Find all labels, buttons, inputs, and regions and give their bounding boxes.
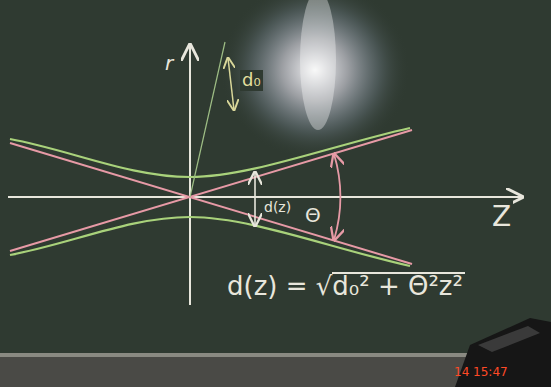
beam-envelope bbox=[10, 128, 410, 177]
z-axis bbox=[8, 196, 522, 198]
formula: d(z) = √d₀² + Θ²z² bbox=[225, 272, 465, 302]
flash-streak bbox=[300, 0, 336, 130]
axis-label: Z bbox=[490, 201, 513, 233]
width-label: d(z) bbox=[262, 199, 293, 215]
axis-label: r bbox=[163, 52, 175, 75]
camera-detail bbox=[478, 326, 540, 352]
angle-label: Θ bbox=[303, 204, 323, 227]
angle-arc bbox=[334, 154, 340, 240]
beam-envelope bbox=[10, 217, 410, 266]
waist-arrow bbox=[228, 58, 234, 110]
width-arrow bbox=[254, 172, 256, 226]
timestamp: 14 15:47 bbox=[452, 366, 510, 380]
waist-label: d₀ bbox=[240, 70, 263, 91]
radical-bar bbox=[332, 272, 465, 274]
r-axis bbox=[189, 45, 191, 305]
asymptote bbox=[10, 130, 412, 251]
asymptote bbox=[10, 143, 412, 264]
construction-line bbox=[190, 42, 225, 197]
